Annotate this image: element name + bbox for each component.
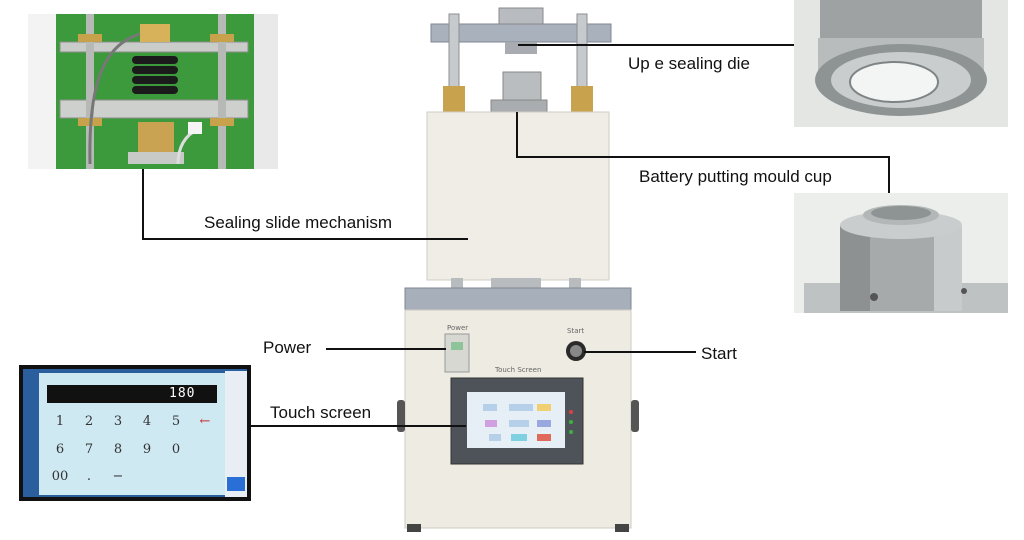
panel-power-text: Power [447, 324, 469, 332]
key-minus[interactable]: − [112, 469, 124, 484]
label-start: Start [701, 344, 737, 363]
keypad-display [47, 385, 217, 403]
sealing-machine: Power Start Touch Screen [395, 0, 645, 535]
label-upper-sealing-die: Up e sealing die [628, 54, 750, 73]
callout-line-slide-v [142, 169, 144, 240]
key-7[interactable]: 7 [84, 442, 94, 457]
mould-cup-illustration [794, 193, 1008, 313]
callout-line-slide-h [142, 238, 468, 240]
key-dot[interactable]: . [86, 469, 92, 484]
keypad-screen: 180 1 2 3 4 5 ← 6 7 8 9 0 00 . − [19, 365, 251, 501]
upper-die-photo [794, 0, 1008, 127]
panel-start-text: Start [567, 327, 585, 335]
upper-die-illustration [794, 0, 1008, 127]
start-button[interactable] [566, 341, 586, 361]
label-power: Power [263, 338, 312, 357]
slide-mechanism-illustration [28, 14, 278, 169]
key-3[interactable]: 3 [113, 414, 123, 429]
callout-line-start [584, 351, 696, 353]
machine-illustration [397, 7, 639, 532]
key-4[interactable]: 4 [142, 414, 152, 429]
key-enter[interactable] [165, 467, 209, 487]
key-0[interactable]: 0 [171, 442, 181, 457]
key-1[interactable]: 1 [55, 414, 65, 429]
mould-cup-photo [794, 193, 1008, 313]
key-esc[interactable] [136, 467, 158, 487]
callout-line-touch [251, 425, 466, 427]
keypad-display-value: 180 [169, 386, 196, 401]
label-touch-screen: Touch screen [270, 403, 372, 422]
label-sealing-slide: Sealing slide mechanism [204, 213, 393, 232]
key-00[interactable]: 00 [51, 469, 69, 484]
callout-line-power [326, 348, 446, 350]
slide-mechanism-photo [28, 14, 278, 169]
callout-line-mould-cup-v1 [516, 112, 518, 158]
key-blank[interactable] [194, 440, 216, 460]
power-switch[interactable] [445, 334, 469, 372]
callout-line-upper-die [518, 44, 794, 46]
panel-touch-screen-text: Touch Screen [495, 366, 542, 374]
key-5[interactable]: 5 [171, 414, 181, 429]
key-backspace[interactable]: ← [199, 414, 211, 429]
machine-touch-screen[interactable] [467, 392, 565, 448]
key-9[interactable]: 9 [142, 442, 152, 457]
callout-line-mould-cup-h [516, 156, 890, 158]
callout-line-mould-cup-v2 [888, 156, 890, 193]
key-2[interactable]: 2 [84, 414, 94, 429]
key-6[interactable]: 6 [55, 442, 65, 457]
key-8[interactable]: 8 [113, 442, 123, 457]
label-mould-cup: Battery putting mould cup [639, 167, 832, 186]
